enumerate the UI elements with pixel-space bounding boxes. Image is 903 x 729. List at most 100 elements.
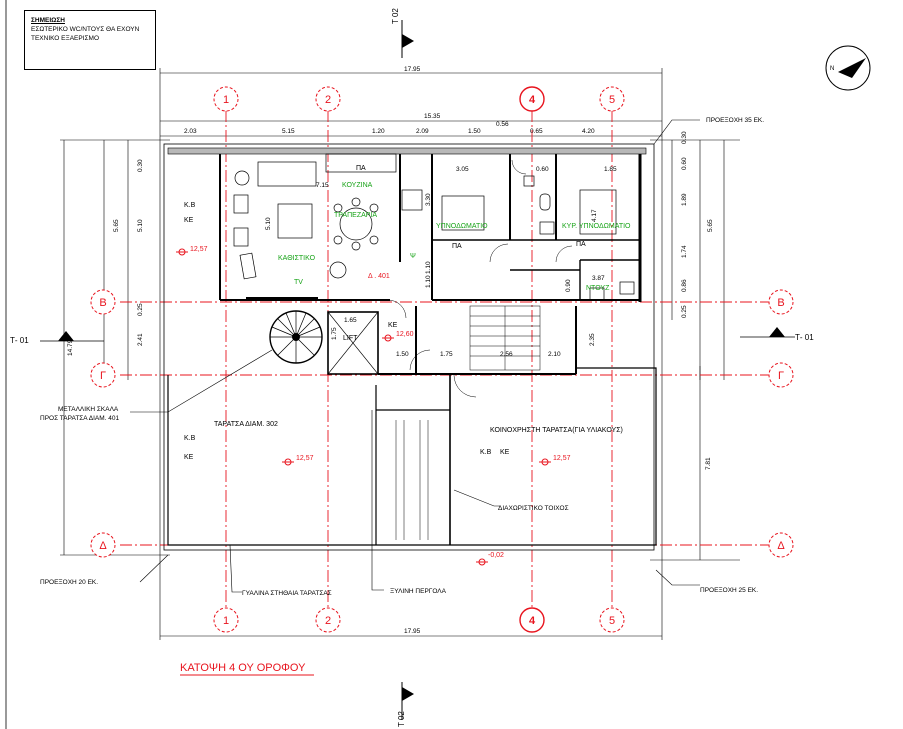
- room-label-kitchen: ΚΟΥΖΙΝΑ: [342, 182, 373, 189]
- svg-text:2: 2: [325, 94, 331, 106]
- section-label-t02-bottom: Τ 02: [397, 711, 406, 727]
- north-arrow: N: [825, 45, 871, 91]
- grid-bubble-1-bottom: 1: [213, 607, 239, 633]
- grid-lines: [120, 110, 770, 612]
- bed-1: [441, 195, 485, 231]
- label-ke-center: ΚΕ: [388, 322, 398, 329]
- svg-text:7.81: 7.81: [705, 457, 712, 470]
- grid-bubble-2-bottom: 2: [315, 607, 341, 633]
- svg-text:0.56: 0.56: [496, 121, 509, 128]
- svg-text:7.15: 7.15: [316, 182, 329, 189]
- pergola: [395, 420, 429, 540]
- room-label-bedroom: ΥΠΝΟΔΩΜΑΤΙΟ: [436, 223, 488, 230]
- room-label-dining: ΤΡΑΠΕΖΑΡΙΑ: [334, 212, 377, 219]
- svg-text:0.86: 0.86: [681, 279, 688, 292]
- svg-text:12,57: 12,57: [296, 455, 314, 462]
- label-ke-2: ΚΕ: [184, 454, 194, 461]
- label-pa-3: ΠΑ: [576, 241, 586, 248]
- svg-text:1.50: 1.50: [396, 351, 409, 358]
- section-marker-t02-bottom: Τ 02: [397, 682, 414, 727]
- svg-text:5.15: 5.15: [282, 128, 295, 135]
- north-arrow-icon: [838, 58, 866, 78]
- section-label-t01-left: Τ- 01: [10, 336, 29, 345]
- grid-bubble-5-top: 5: [599, 86, 625, 112]
- notes-line-2: ΤΕΧΝΙΚΟ ΕΞΑΕΡΙΣΜΟ: [31, 35, 99, 42]
- plan-title: ΚΑΤΟΨΗ 4 ΟΥ ΟΡΟΦΟΥ: [180, 662, 306, 674]
- north-arrow-circle: [825, 45, 871, 91]
- level-markers: 12,57 12,57 12,57 12,60 -0,02: [176, 246, 571, 566]
- svg-text:Γ: Γ: [100, 370, 106, 382]
- level-marker-2: 12,57: [282, 455, 314, 466]
- svg-text:0.25: 0.25: [681, 305, 688, 318]
- svg-text:1.74: 1.74: [681, 245, 688, 258]
- annotation-glass-railing: ΓΥΑΛΙΝΑ ΣΤΗΘΑΙΑ ΤΑΡΑΤΣΑΣ: [242, 590, 332, 597]
- section-marker-t01-left: Τ- 01: [10, 331, 104, 345]
- level-marker-4: 12,60: [382, 331, 414, 342]
- room-labels: ΚΟΥΖΙΝΑ ΤΡΑΠΕΖΑΡΙΑ ΚΑΘΙΣΤΙΚΟ TV ΥΠΝΟΔΩΜΑ…: [278, 182, 631, 292]
- section-marker-t01-right: Τ- 01: [740, 327, 814, 342]
- svg-text:4.20: 4.20: [582, 128, 595, 135]
- lamp: [234, 170, 250, 186]
- svg-text:14.79: 14.79: [67, 339, 74, 356]
- grid-bubble-5-bottom: 5: [599, 607, 625, 633]
- svg-text:0.30: 0.30: [681, 131, 688, 144]
- annotation-projection-25: ΠΡΟΕΞΟΧΗ 25 ΕΚ.: [700, 587, 758, 594]
- svg-text:1.85: 1.85: [604, 166, 617, 173]
- grid-bubble-g-left: Γ: [90, 362, 116, 388]
- svg-text:Δ: Δ: [99, 540, 107, 552]
- level-marker-3: 12,57: [539, 455, 571, 466]
- svg-text:5: 5: [609, 615, 615, 627]
- svg-text:4: 4: [529, 94, 536, 106]
- svg-text:5.10: 5.10: [137, 219, 144, 232]
- svg-text:4: 4: [529, 615, 536, 627]
- svg-text:0.60: 0.60: [681, 157, 688, 170]
- notes-box: ΣΗΜΕΙΩΣΗ ΕΣΩΤΕΡΙΚΟ WC/NTOYΣ ΘΑ ΕΧΟΥΝ ΤΕΧ…: [24, 10, 156, 70]
- room-label-tv: TV: [294, 279, 303, 286]
- svg-text:Β: Β: [777, 297, 784, 309]
- spiral-stair: [269, 310, 323, 364]
- svg-text:17.95: 17.95: [404, 66, 421, 73]
- grid-bubble-d-right: Δ: [768, 532, 794, 558]
- svg-text:2: 2: [325, 615, 331, 627]
- room-label-shower: ΝΤΟΥΖ: [586, 285, 610, 292]
- label-ke-3: ΚΕ: [500, 449, 510, 456]
- section-label-t02-top: Τ 02: [391, 8, 400, 24]
- annotation-spiral-stair: ΜΕΤΑΛΛΙΚΗ ΣΚΑΛΑ: [58, 406, 119, 413]
- bed-2: [579, 189, 617, 235]
- grid-bubble-4-top: 4: [519, 86, 545, 112]
- level-marker-5: -0,02: [476, 552, 504, 566]
- furniture: [233, 153, 635, 301]
- grid-bubble-b-right: Β: [768, 289, 794, 315]
- dining-table: [339, 207, 373, 241]
- svg-text:2.10: 2.10: [548, 351, 561, 358]
- label-pa-2: ΠΑ: [452, 243, 462, 250]
- section-label-t01-right: Τ- 01: [795, 333, 814, 342]
- room-label-living: ΚΑΘΙΣΤΙΚΟ: [278, 255, 316, 262]
- kitchen-counter: [325, 153, 397, 173]
- level-marker-1: 12,57: [176, 246, 208, 256]
- svg-text:15.35: 15.35: [424, 113, 441, 120]
- svg-text:Δ: Δ: [777, 540, 785, 552]
- svg-text:1.75: 1.75: [331, 327, 338, 340]
- svg-text:5.65: 5.65: [113, 219, 120, 232]
- svg-text:2.09: 2.09: [416, 128, 429, 135]
- svg-text:2.56: 2.56: [500, 351, 513, 358]
- svg-text:1.50: 1.50: [468, 128, 481, 135]
- north-label: N: [830, 66, 834, 72]
- sofa: [257, 161, 317, 187]
- grid-bubble-1-top: 1: [213, 86, 239, 112]
- walls: [163, 143, 657, 551]
- notes-line-1: ΕΣΩΤΕΡΙΚΟ WC/NTOYΣ ΘΑ ΕΧΟΥΝ: [31, 26, 140, 33]
- svg-text:5.10: 5.10: [265, 217, 272, 230]
- svg-text:Β: Β: [99, 297, 106, 309]
- svg-text:1.75: 1.75: [440, 351, 453, 358]
- label-kv-2: Κ.Β: [184, 435, 196, 442]
- annotation-projection-20: ΠΡΟΕΞΟΧΗ 20 ΕΚ.: [40, 579, 98, 586]
- svg-text:12,60: 12,60: [396, 331, 414, 338]
- svg-text:5.65: 5.65: [707, 219, 714, 232]
- leader-lines: [130, 119, 700, 593]
- label-kv-1: Κ.Β: [184, 202, 196, 209]
- svg-text:2.41: 2.41: [137, 333, 144, 346]
- grid-bubble-g-right: Γ: [768, 362, 794, 388]
- svg-text:1.20: 1.20: [372, 128, 385, 135]
